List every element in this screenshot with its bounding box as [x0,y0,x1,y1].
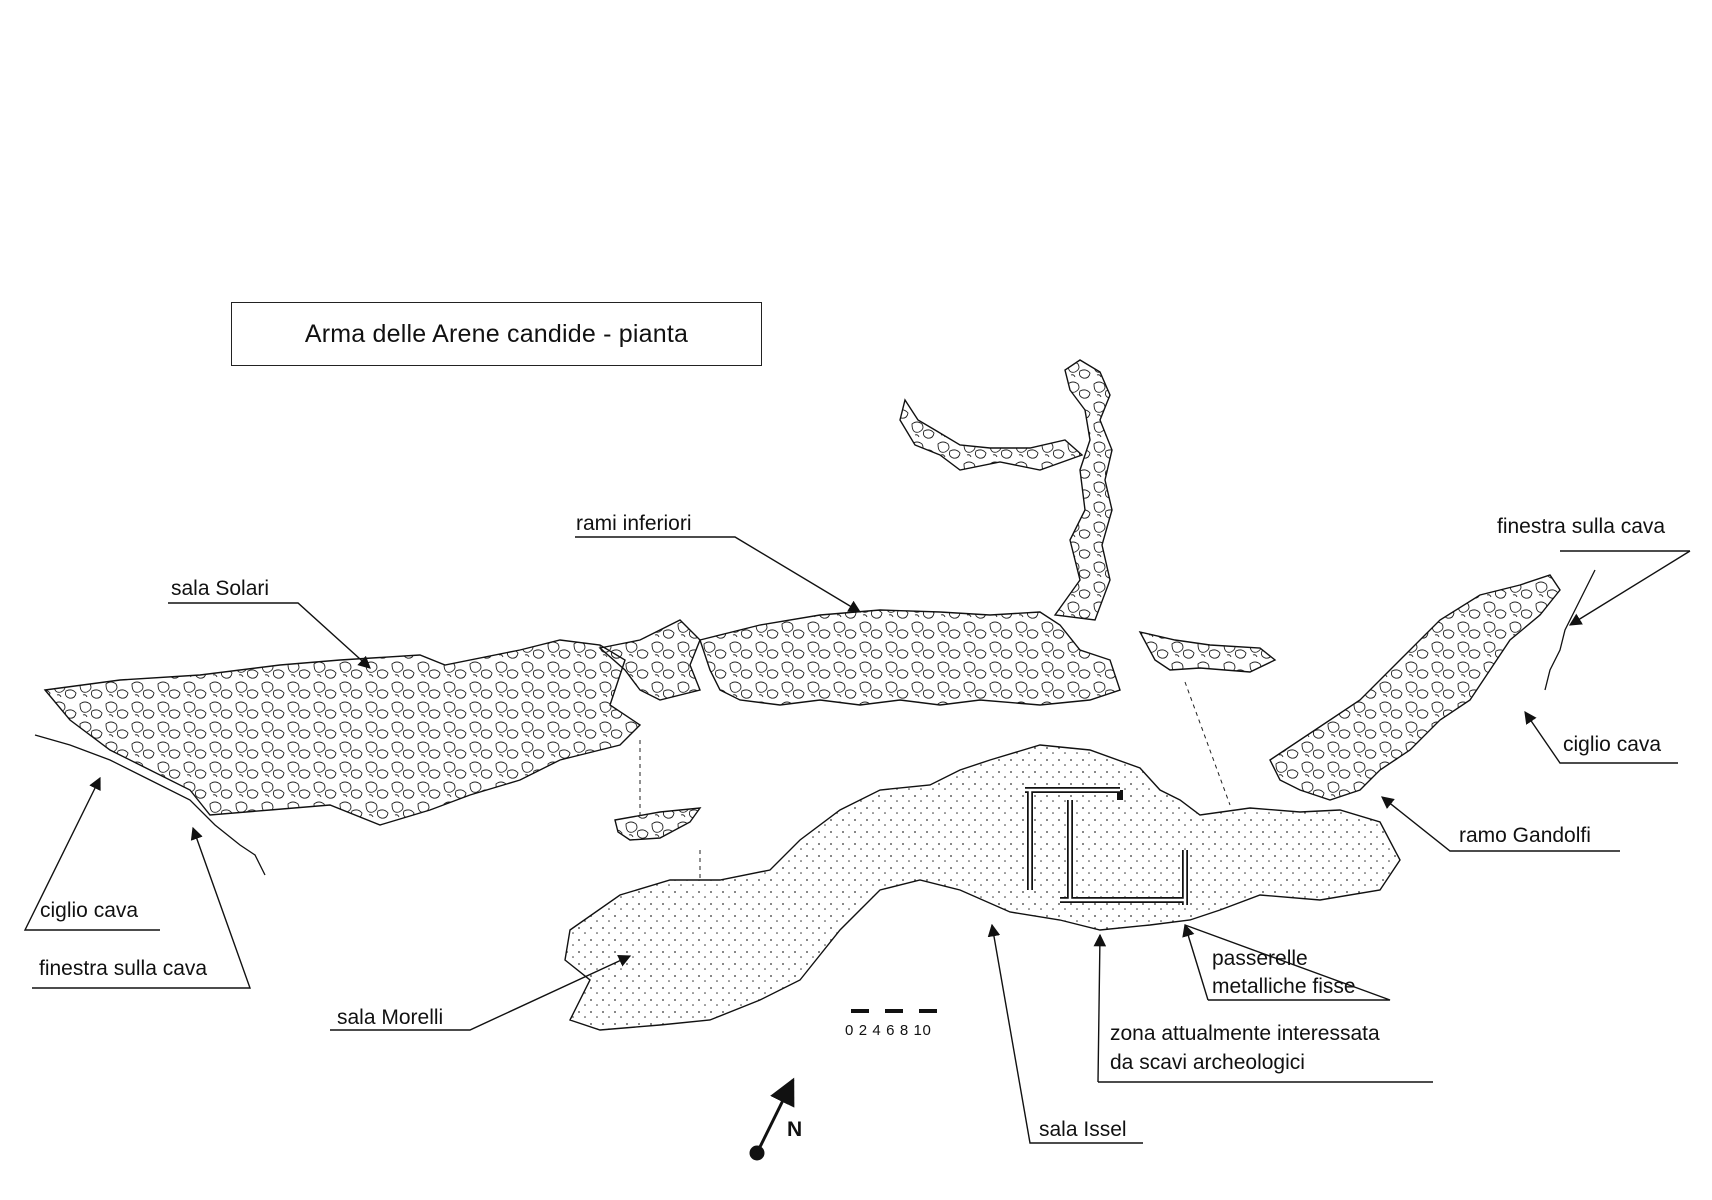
label-ciglio-cava-right: ciglio cava [1563,733,1662,756]
leader-zona [1098,935,1433,1083]
leader-ciglio-left [23,776,160,931]
cave-passages [43,359,1561,1031]
leader-finestra-left [32,826,251,989]
leader-sala-issel [987,923,1143,1144]
label-zona-line1: zona attualmente interessata [1110,1022,1380,1045]
scale-ticks: 0 2 4 6 8 10 [845,1022,932,1039]
leader-sala-morelli [330,955,632,1031]
map-title: Arma delle Arene candide - pianta [304,319,689,348]
middle-fragment [614,807,702,841]
quarry-edge-left [34,734,266,876]
north-arrow [749,1077,795,1161]
label-passerelle-line1: passerelle [1212,947,1308,970]
label-sala-morelli: sala Morelli [337,1006,444,1029]
leader-sala-solari [168,602,371,669]
quarry-edge-right [1544,569,1596,691]
label-finestra-sulla-cava-left: finestra sulla cava [39,957,208,980]
north-label: N [787,1118,803,1141]
sala-morelli-corridor [564,744,1401,1031]
leader-ramo-gandolfi [1381,796,1620,852]
label-ramo-gandolfi: ramo Gandolfi [1459,824,1591,847]
leader-rami-inferiori [575,536,862,613]
leader-ciglio-right [1524,710,1678,764]
rami-inferiori-gallery [699,609,1121,706]
label-sala-solari: sala Solari [171,577,270,600]
ramo-gandolfi-branch [1269,574,1561,801]
dashed-links [639,681,1231,880]
leader-passerelle [1184,924,1391,1001]
label-sala-issel: sala Issel [1039,1118,1127,1141]
label-finestra-sulla-cava-right: finestra sulla cava [1497,515,1666,538]
upper-branch [1053,359,1113,621]
label-zona-line2: da scavi archeologici [1110,1051,1305,1074]
east-fragment [1138,630,1277,673]
sala-solari-chamber [43,639,642,826]
connecting-passage [598,619,701,701]
upper-side-branch [899,398,1084,471]
label-passerelle-line2: metalliche fisse [1212,975,1356,998]
leaders [23,536,1691,1144]
quarry-edges [34,569,1596,876]
map-title-box: Arma delle Arene candide - pianta [231,302,762,366]
label-ciglio-cava-left: ciglio cava [40,899,139,922]
label-rami-inferiori: rami inferiori [576,512,692,535]
